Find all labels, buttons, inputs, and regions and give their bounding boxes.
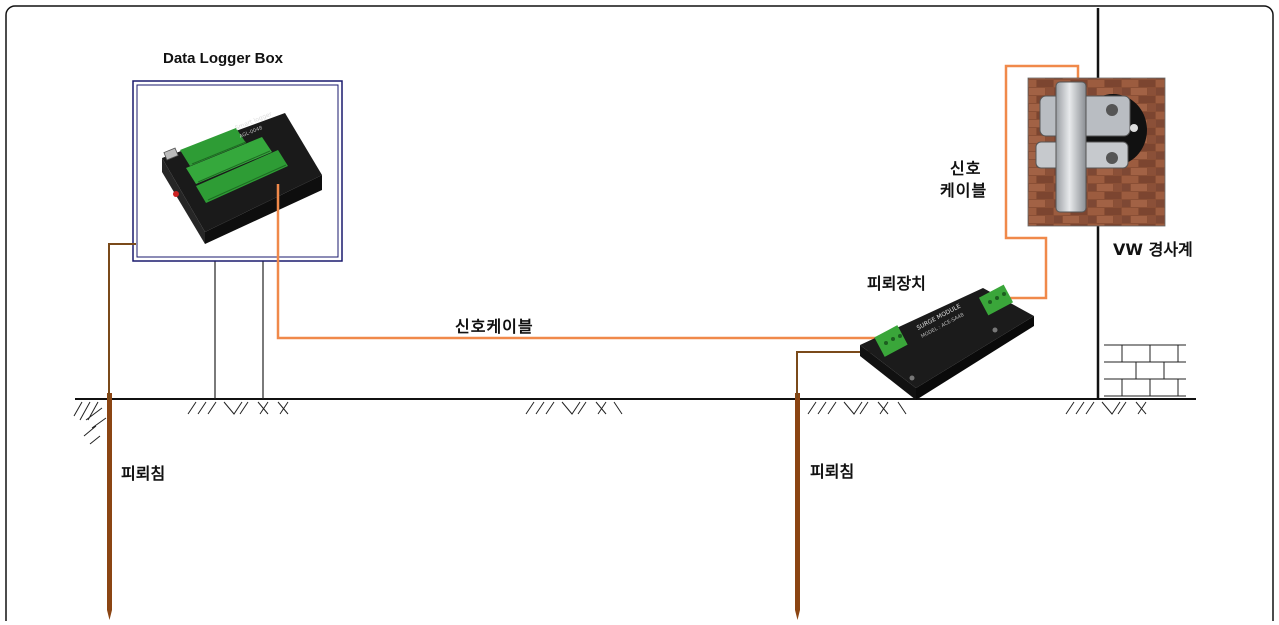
surge-device-label: 피뢰장치 [867, 274, 926, 293]
surge-module: SURGE MODULE MODEL : ACE-SA48 [860, 284, 1034, 400]
ground-hatch-3 [525, 401, 623, 415]
ground-hatch-2 [187, 401, 289, 415]
logger-stand [214, 260, 264, 399]
brick-symbol [1104, 344, 1186, 397]
ground-hatch-4 [807, 401, 907, 415]
rod-left-label: 피뢰침 [121, 464, 166, 483]
ground-hatch-5 [1065, 401, 1147, 415]
signal-cable-sensor [994, 64, 1080, 300]
rod-right-label: 피뢰침 [810, 462, 855, 481]
outer-frame [5, 5, 1274, 625]
ground-rod-right [795, 393, 800, 620]
ground-wire-left [108, 243, 136, 400]
data-logger-device: Smart logger AGL-0048 [162, 110, 322, 244]
inclinometer-label: VW 경사계 [1113, 240, 1193, 259]
signal-cable-vertical-label-line2: 케이블 [940, 181, 988, 200]
logger-box-label: Data Logger Box [163, 50, 284, 67]
ground-hatch-1 [73, 401, 107, 445]
ground-wire-right [796, 351, 882, 398]
signal-cable-main [276, 184, 885, 340]
vw-inclinometer [1027, 77, 1166, 227]
ground-rod-left [107, 393, 112, 620]
signal-cable-main-label: 신호케이블 [455, 317, 534, 336]
signal-cable-vertical-label-line1: 신호 [950, 159, 982, 178]
